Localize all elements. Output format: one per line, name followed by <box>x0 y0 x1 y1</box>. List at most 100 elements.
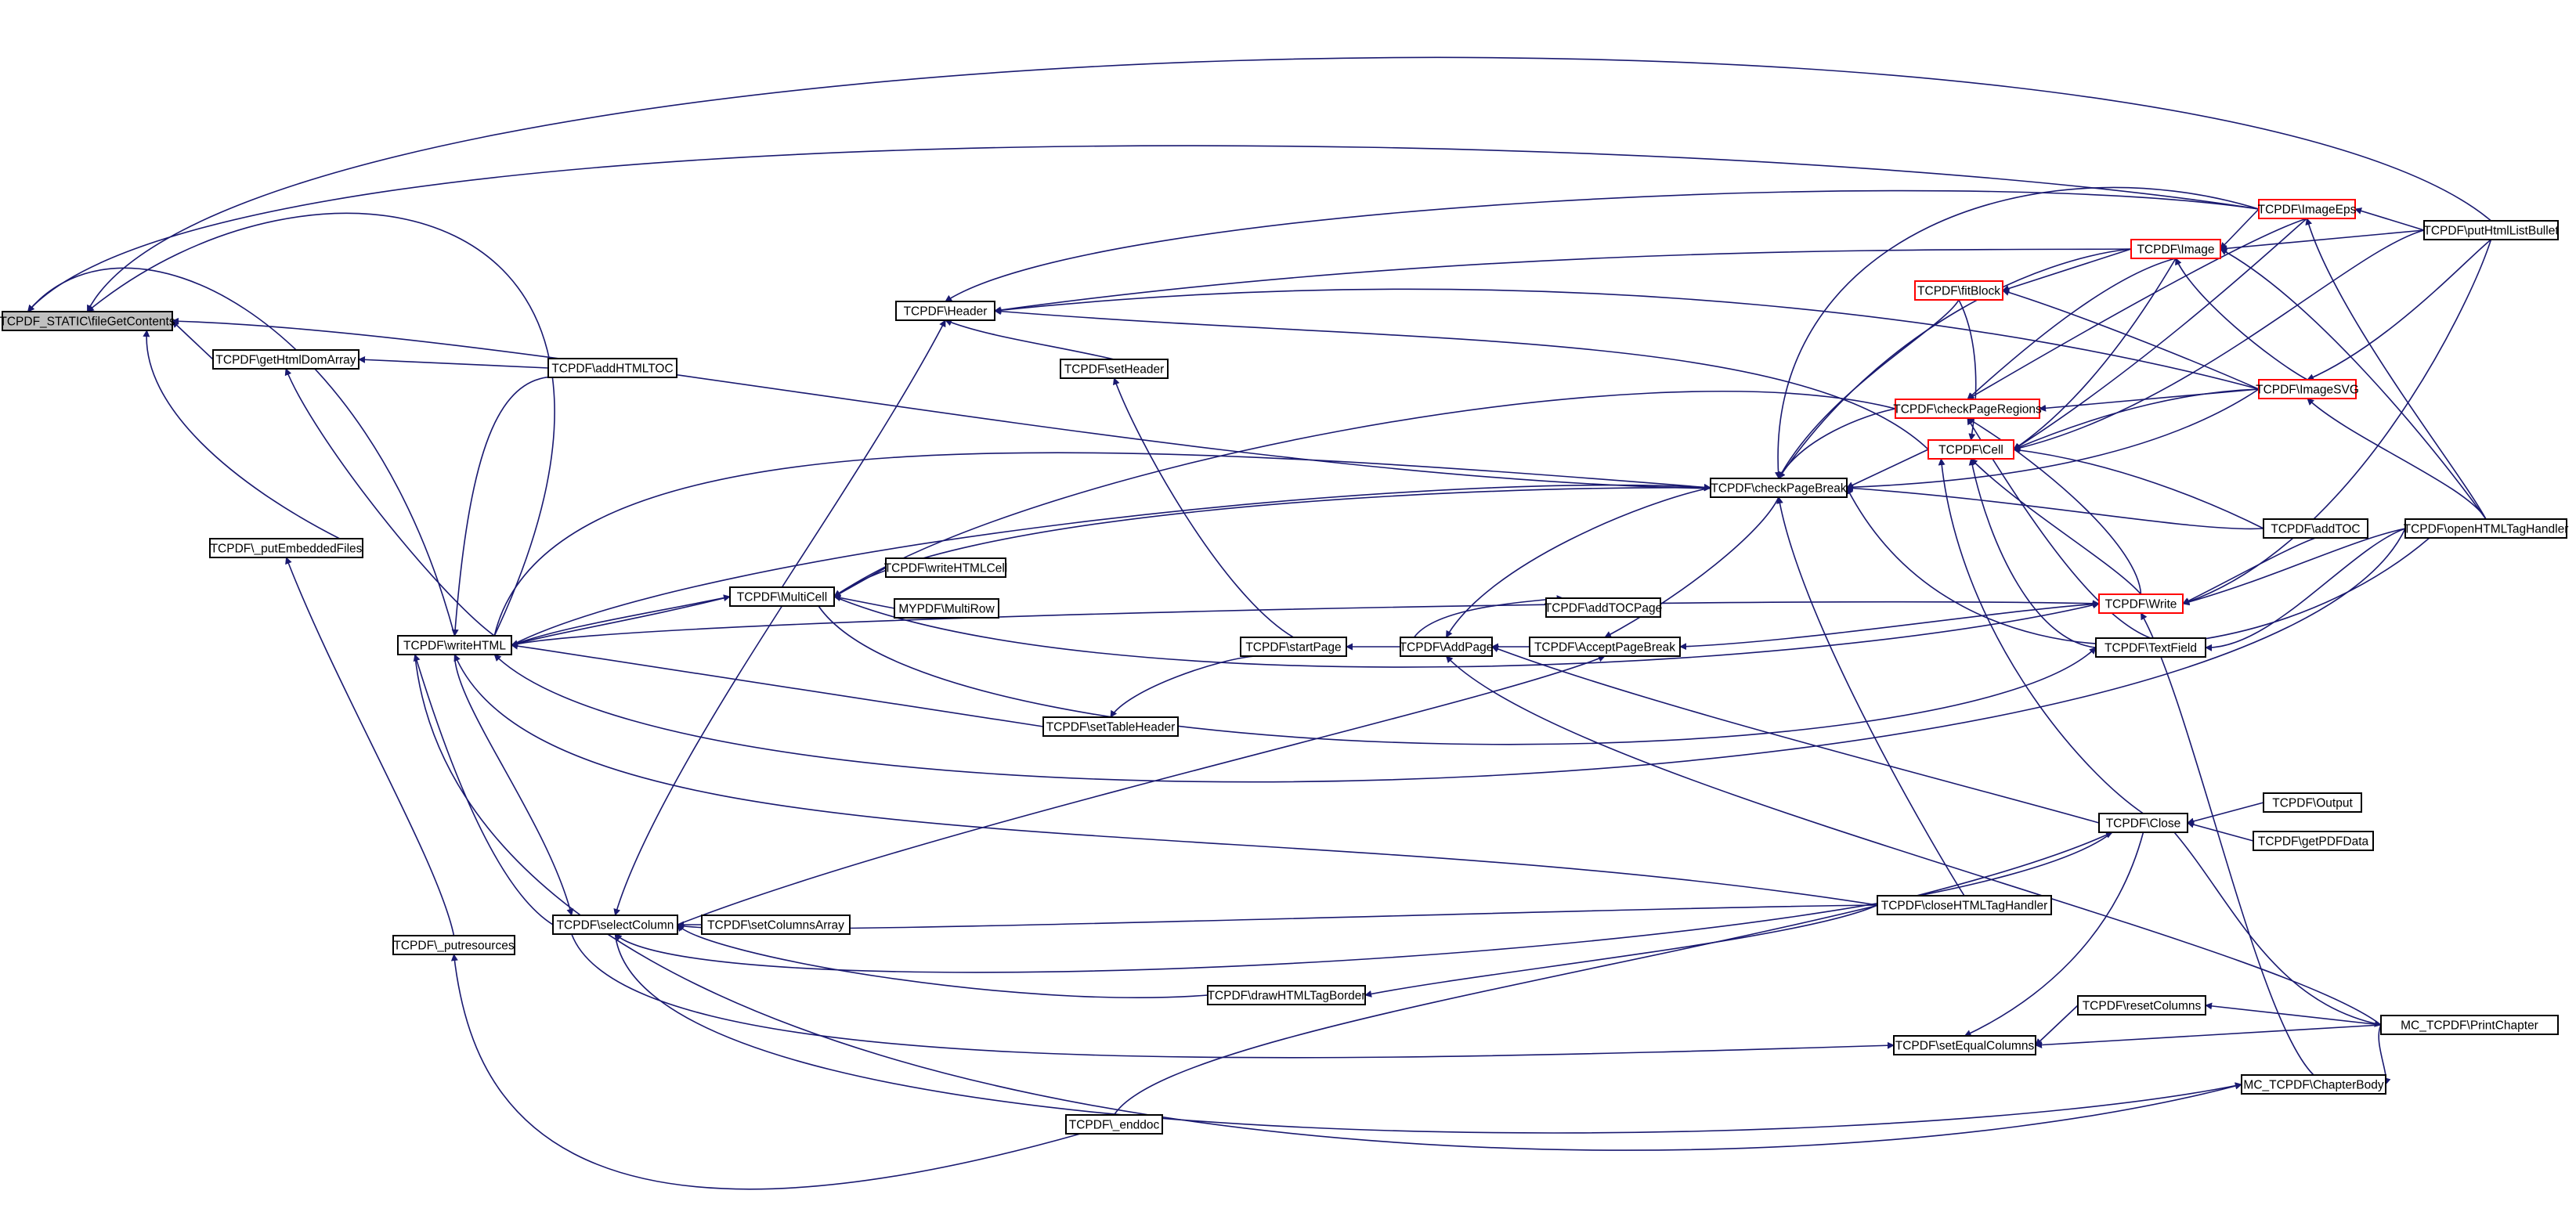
node-ChapterBody[interactable]: MC_TCPDF\ChapterBody <box>2241 1074 2386 1095</box>
node-putHtmlListBullet[interactable]: TCPDF\putHtmlListBullet <box>2423 220 2559 240</box>
node-setHeader[interactable]: TCPDF\setHeader <box>1060 359 1169 379</box>
node-label: TCPDF\setColumnsArray <box>707 919 844 933</box>
node-Image[interactable]: TCPDF\Image <box>2130 239 2221 259</box>
node-setTableHeader[interactable]: TCPDF\setTableHeader <box>1042 716 1179 737</box>
node-resetColumns[interactable]: TCPDF\resetColumns <box>2077 995 2206 1016</box>
node-label: TCPDF\setHeader <box>1064 363 1164 377</box>
edge-AcceptPB-checkPB <box>1604 496 1779 638</box>
edge-addTOCPage <box>1413 595 1564 638</box>
node-Output[interactable]: TCPDF\Output <box>2263 792 2362 813</box>
node-writeHTML[interactable]: TCPDF\writeHTML <box>397 635 512 655</box>
node-MultiCell[interactable]: TCPDF\MultiCell <box>729 586 835 607</box>
edge-setTableHeader <box>511 642 1044 727</box>
edge-checkPB-addTOC <box>1846 485 2264 530</box>
edge-Cell-putHtml <box>2013 229 2425 452</box>
edge-print-AddPage <box>1445 655 2382 1026</box>
node-label: TCPDF\addTOC <box>2271 523 2360 536</box>
edge-AddPage-checkPB <box>1445 487 1711 638</box>
node-label: TCPDF\Output <box>2272 797 2353 810</box>
edge-SetEq-Close <box>1964 832 2144 1037</box>
edge-MultiCell-w1 <box>511 596 731 648</box>
node-closeHTMLTagHandler[interactable]: TCPDF\closeHTMLTagHandler <box>1877 895 2052 915</box>
edge-SVG-open <box>2307 398 2487 520</box>
node-addTOC[interactable]: TCPDF\addTOC <box>2263 518 2368 539</box>
edge-Close-getPDF <box>2187 821 2254 842</box>
edge-SVG-putHtml <box>2307 239 2491 381</box>
node-ImageEps[interactable]: TCPDF\ImageEps <box>2258 199 2357 219</box>
edge-drawBorder <box>677 924 1209 999</box>
node-addHTMLTOC[interactable]: TCPDF\addHTMLTOC <box>547 358 677 378</box>
node-label: TCPDF\selectColumn <box>557 919 674 933</box>
node-enddoc[interactable]: TCPDF\_enddoc <box>1065 1114 1163 1135</box>
node-label: TCPDF\writeHTMLCell <box>884 562 1008 575</box>
node-tcpdf-static-filegetcontents[interactable]: TCPDF_STATIC\fileGetContents <box>0 311 175 331</box>
edge-Cell-Close <box>1938 458 2144 814</box>
node-checkPageBreak[interactable]: TCPDF\checkPageBreak <box>1710 478 1848 498</box>
edge-Image-putHtml <box>2220 229 2425 252</box>
edge-Regions-Eps <box>1967 218 2307 400</box>
edge-tableHeader-sp <box>1110 655 1257 718</box>
edge-putHtmlList-root <box>86 56 2492 312</box>
node-drawHTMLTagBorder[interactable]: TCPDF\drawHTMLTagBorder <box>1207 985 1366 1005</box>
node-label: TCPDF\Image <box>2137 244 2214 257</box>
node-checkPageRegions[interactable]: TCPDF\checkPageRegions <box>1893 399 2042 419</box>
node-fitBlock[interactable]: TCPDF\fitBlock <box>1914 280 2003 301</box>
edge-writeHTMLCell <box>833 567 887 597</box>
node-label: TCPDF\closeHTMLTagHandler <box>1881 900 2047 913</box>
node-label: TCPDF\putHtmlListBullet <box>2423 225 2559 238</box>
node-Cell[interactable]: TCPDF\Cell <box>1927 439 2014 460</box>
edge-Write-open <box>2182 528 2406 606</box>
edge-TF-open <box>2205 528 2406 651</box>
node-AddPage[interactable]: TCPDF\AddPage <box>1400 637 1494 657</box>
node-label: TCPDF\addTOCPage <box>1545 602 1662 615</box>
edge-writeHTML-dom <box>284 368 495 637</box>
node-AcceptPageBreak[interactable]: TCPDF\AcceptPageBreak <box>1529 637 1681 657</box>
edge-reset-print <box>2205 1002 2382 1026</box>
node-putEmbeddedFiles[interactable]: TCPDF\_putEmbeddedFiles <box>209 538 363 558</box>
node-TextField[interactable]: TCPDF\TextField <box>2095 637 2206 658</box>
edge-ChapBody-sel <box>614 933 2242 1134</box>
node-label: TCPDF\MultiCell <box>737 591 827 604</box>
edge-Header-Cell <box>994 308 1929 450</box>
node-label: TCPDF\TextField <box>2105 642 2197 655</box>
node-MultiRow[interactable]: MYPDF\MultiRow <box>894 598 999 619</box>
edge-Image-Eps <box>2220 208 2260 250</box>
edge-checkPB-Regions <box>1778 408 1896 479</box>
edge-drawBorder-close <box>1364 904 1878 998</box>
node-label: TCPDF\Close <box>2106 817 2181 831</box>
function-nodes: TCPDF_STATIC\fileGetContents TCPDF\getHt… <box>0 199 2569 1135</box>
node-PrintChapter[interactable]: MC_TCPDF\PrintChapter <box>2380 1015 2559 1035</box>
node-setColumnsArray[interactable]: TCPDF\setColumnsArray <box>701 915 851 935</box>
node-label: TCPDF\setTableHeader <box>1046 721 1176 734</box>
edge-MultiCell-Regions <box>833 391 1896 597</box>
node-getPDFData[interactable]: TCPDF\getPDFData <box>2253 831 2374 851</box>
node-Write[interactable]: TCPDF\Write <box>2098 593 2184 614</box>
node-putresources[interactable]: TCPDF\_putresources <box>392 935 515 955</box>
node-label: TCPDF\ImageSVG <box>2256 384 2359 397</box>
edge-closeTag-w <box>453 654 1878 906</box>
node-setEqualColumns[interactable]: TCPDF\setEqualColumns <box>1893 1035 2036 1055</box>
node-ImageSVG[interactable]: TCPDF\ImageSVG <box>2256 379 2359 399</box>
node-addTOCPage[interactable]: TCPDF\addTOCPage <box>1545 597 1662 618</box>
node-label: TCPDF\checkPageRegions <box>1893 403 2042 417</box>
edge-sel-Close <box>614 832 2113 973</box>
node-label: TCPDF\Write <box>2105 598 2177 612</box>
node-selectColumn[interactable]: TCPDF\selectColumn <box>552 915 678 935</box>
edge-Close-Output <box>2187 802 2264 825</box>
node-openHTMLTagHandler[interactable]: TCPDF\openHTMLTagHandler <box>2404 518 2569 539</box>
edge-checkPB-Eps <box>1774 186 2260 479</box>
node-label: TCPDF\getPDFData <box>2258 835 2369 849</box>
node-Header[interactable]: TCPDF\Header <box>895 301 995 321</box>
node-label: TCPDF\getHtmlDomArray <box>215 354 356 367</box>
edge-checkPB-w <box>511 484 1711 646</box>
edge-checkPB-Cell <box>1846 449 1929 489</box>
node-Close[interactable]: TCPDF\Close <box>2098 813 2188 833</box>
edge-Header-mc <box>781 319 946 588</box>
node-writeHTMLCell[interactable]: TCPDF\writeHTMLCell <box>884 557 1008 578</box>
edge-setHeader <box>945 319 1115 360</box>
edge-TF-mc <box>818 605 2097 745</box>
node-getHtmlDomArray[interactable]: TCPDF\getHtmlDomArray <box>212 349 359 370</box>
node-startPage[interactable]: TCPDF\startPage <box>1240 637 1347 657</box>
node-label: MYPDF\MultiRow <box>898 603 995 616</box>
